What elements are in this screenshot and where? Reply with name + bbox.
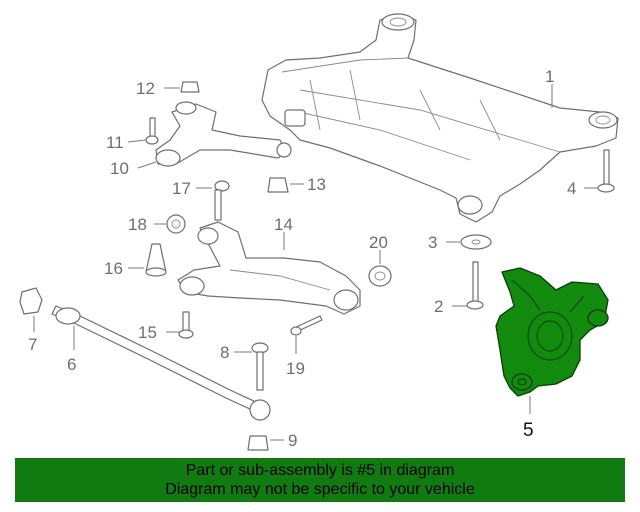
nut-part-12[interactable]	[180, 81, 200, 93]
bushing-part-18[interactable]	[166, 214, 186, 234]
subframe-part-1[interactable]	[261, 13, 619, 223]
callout-8: 8	[220, 343, 229, 362]
bolt-part-2[interactable]	[466, 261, 484, 310]
bolt-part-4[interactable]	[597, 149, 615, 193]
bushing-part-20[interactable]	[368, 265, 392, 287]
callout-4: 4	[567, 179, 576, 198]
part-notice-banner: Part or sub-assembly is #5 in diagram Di…	[15, 458, 625, 502]
banner-line-1: Part or sub-assembly is #5 in diagram	[185, 462, 455, 479]
toe-link-part-6[interactable]	[51, 305, 271, 421]
callout-11: 11	[106, 133, 124, 152]
knuckle-part-5[interactable]	[495, 267, 609, 397]
callout-10: 10	[110, 159, 129, 178]
callout-7: 7	[28, 335, 37, 354]
callout-18: 18	[128, 215, 147, 234]
callout-labels: 1 2 3 4 5 6 7 8 9 10 11 12 13 14 15 16 1…	[28, 67, 576, 450]
callout-1: 1	[545, 67, 554, 86]
upper-arm-part-10[interactable]	[155, 101, 292, 167]
callout-12: 12	[136, 79, 155, 98]
bolt-part-8[interactable]	[251, 342, 269, 391]
nut-part-7[interactable]	[19, 287, 43, 315]
bolt-part-17[interactable]	[214, 180, 230, 221]
lower-arm-part-14[interactable]	[177, 221, 361, 315]
callout-19: 19	[286, 359, 305, 378]
nut-part-9[interactable]	[247, 435, 269, 451]
leader-lines	[33, 84, 598, 441]
callout-2: 2	[434, 297, 443, 316]
bolt-part-15[interactable]	[178, 311, 194, 339]
callout-16: 16	[104, 259, 123, 278]
callout-17: 17	[172, 179, 191, 198]
callout-13: 13	[307, 175, 326, 194]
banner-line-2: Diagram may not be specific to your vehi…	[165, 481, 475, 498]
washer-part-3[interactable]	[460, 234, 492, 250]
bolt-part-19[interactable]	[290, 315, 323, 336]
parts-diagram: 1 2 3 4 5 6 7 8 9 10 11 12 13 14 15 16 1…	[19, 13, 619, 451]
bolt-part-11[interactable]	[145, 117, 159, 145]
nut-part-13[interactable]	[267, 177, 289, 193]
callout-9: 9	[288, 431, 297, 450]
callout-5: 5	[523, 420, 534, 441]
callout-15: 15	[138, 323, 157, 342]
bumpstop-part-16[interactable]	[145, 243, 167, 277]
callout-14: 14	[274, 215, 293, 234]
callout-3: 3	[428, 233, 437, 252]
callout-6: 6	[67, 355, 76, 374]
callout-20: 20	[369, 233, 388, 252]
